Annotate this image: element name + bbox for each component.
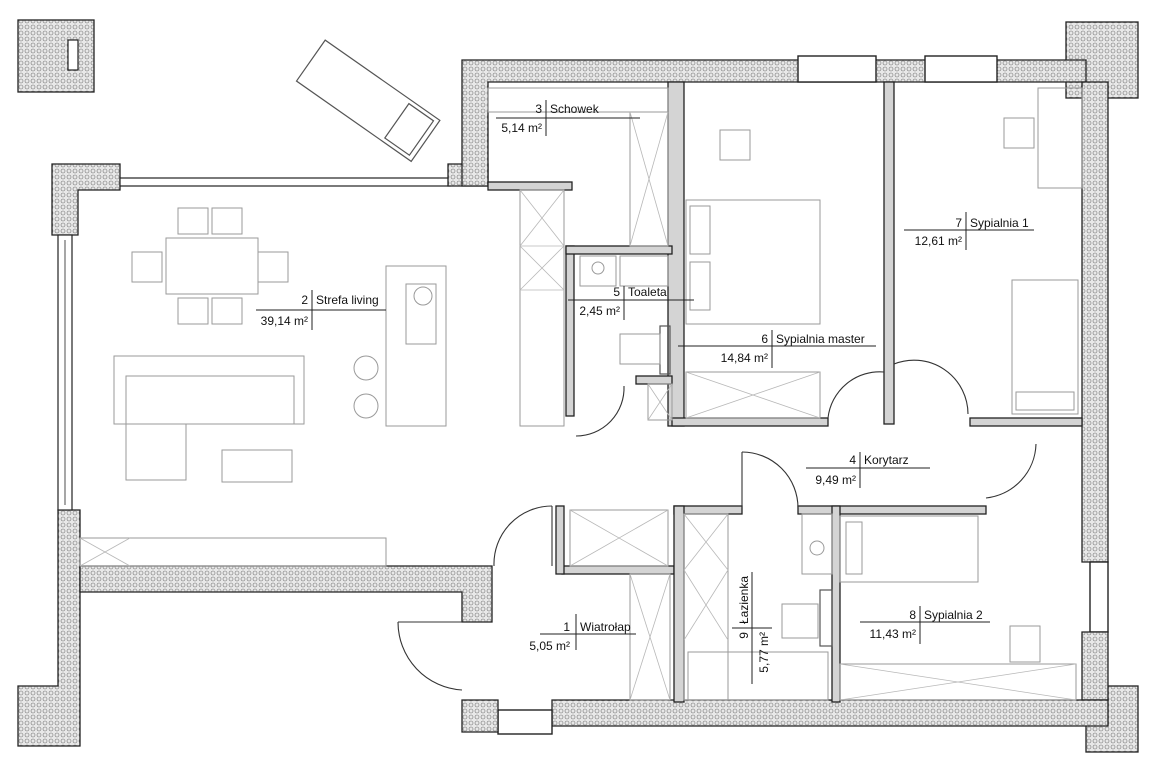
room-label-3: 3 Schowek 5,14 m² <box>496 100 640 136</box>
room-number: 5 <box>613 285 620 299</box>
room-number: 9 <box>737 632 751 639</box>
room-number: 2 <box>301 293 308 307</box>
furniture <box>79 39 1083 701</box>
room-label-1: 1 Wiatrołap 5,05 m² <box>529 614 636 653</box>
room-label-9: 9 Łazienka 5,77 m² <box>732 572 772 684</box>
room-name: Wiatrołap <box>580 620 631 634</box>
room-name: Toaleta <box>628 285 667 299</box>
room-area: 9,49 m² <box>815 473 856 487</box>
doors <box>397 359 1037 691</box>
room-area: 11,43 m² <box>870 627 916 641</box>
room-area: 39,14 m² <box>261 314 308 328</box>
corner-pillar-top-left <box>17 19 95 93</box>
room-number: 3 <box>535 102 542 116</box>
room-name: Schowek <box>550 102 600 116</box>
room-number: 6 <box>761 332 768 346</box>
room-area: 14,84 m² <box>721 351 768 365</box>
room-number: 1 <box>563 620 570 634</box>
room-number: 7 <box>955 216 962 230</box>
room-label-7: 7 Sypialnia 1 12,61 m² <box>904 212 1034 250</box>
room-name: Sypialnia 1 <box>970 216 1029 230</box>
room-name: Sypialnia 2 <box>924 608 983 622</box>
room-area: 2,45 m² <box>579 304 620 318</box>
room-label-5: 5 Toaleta 2,45 m² <box>568 285 694 320</box>
interior-walls <box>487 81 1083 703</box>
room-label-8: 8 Sypialnia 2 11,43 m² <box>860 606 990 644</box>
room-number: 8 <box>909 608 916 622</box>
room-label-4: 4 Korytarz 9,49 m² <box>806 452 930 488</box>
exterior-walls <box>17 19 1139 753</box>
room-area: 12,61 m² <box>915 234 962 248</box>
room-name: Korytarz <box>864 453 909 467</box>
room-label-2: 2 Strefa living 39,14 m² <box>256 290 386 330</box>
room-area: 5,14 m² <box>501 121 542 135</box>
corner-pillar-bottom-left <box>17 509 81 747</box>
room-name: Sypialnia master <box>776 332 865 346</box>
room-name: Łazienka <box>737 576 751 624</box>
room-area: 5,05 m² <box>529 639 570 653</box>
room-area: 5,77 m² <box>757 632 771 673</box>
room-label-6: 6 Sypialnia master 14,84 m² <box>678 330 876 368</box>
room-name: Strefa living <box>316 293 379 307</box>
room-number: 4 <box>849 453 856 467</box>
